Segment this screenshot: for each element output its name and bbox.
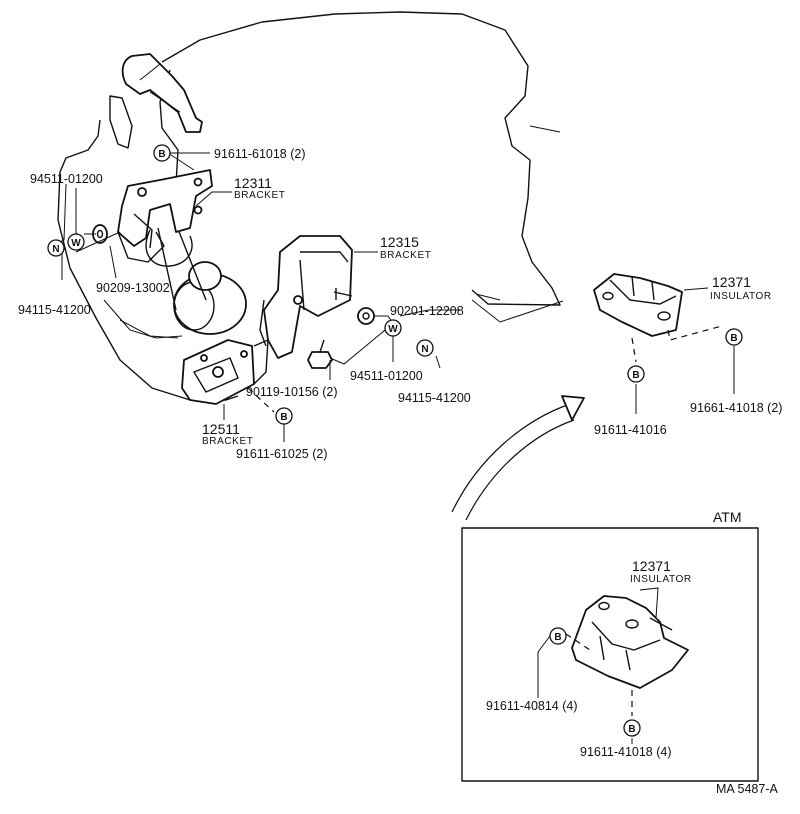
intake-hose [109,53,203,149]
svg-text:N: N [421,344,428,355]
curved-pointer-arrow [451,395,585,521]
bolt-symbol-atm-bottom: B [623,719,641,737]
label-insulator-12371-number: 12371 [712,274,751,290]
figure-code: MA 5487-A [716,782,779,796]
svg-text:B: B [554,632,561,643]
label-atm-bolt-bottom: 91611-41018 (4) [580,745,672,759]
atm-title: ATM [713,509,742,525]
label-bracket-12315-word: BRACKET [380,250,431,261]
label-bolt-low: 91611-61025 (2) [236,447,328,461]
label-insulator-12371-word: INSULATOR [710,291,772,302]
label-bracket-12511-number: 12511 [202,421,240,437]
leader-lines [55,152,735,744]
bolt-symbol-insulator-bottom: B [627,365,645,383]
nut-symbol-left: N [47,239,65,257]
label-nut-left: 94115-41200 [18,303,91,317]
svg-text:B: B [158,149,165,160]
label-bracket-12511-word: BRACKET [202,436,253,447]
insulator-12371-main [593,273,683,337]
nut-symbol-mid: N [416,339,434,357]
alternator-pulleys [119,223,247,339]
label-plain-washer-mid: 90201-12208 [390,304,464,318]
bracket-12511 [181,339,269,405]
bolt-symbol-low: B [275,407,293,425]
svg-text:B: B [730,333,737,344]
plain-washer-90209 [92,224,108,244]
washer-symbol-mid: W [384,319,402,337]
label-bracket-12315-number: 12315 [380,234,419,250]
bolt-symbol-atm-left: B [549,627,567,645]
label-nut-mid: 94115-41200 [398,391,471,405]
bolt-symbol-insulator-right: B [725,328,743,346]
label-washer-mid: 94511-01200 [350,369,423,383]
bracket-12311 [117,169,213,263]
svg-text:B: B [632,370,639,381]
svg-text:B: B [628,724,635,735]
stud-bolt-90119 [307,339,333,369]
svg-text:W: W [71,238,81,249]
label-bracket-12311-word: BRACKET [234,190,285,201]
label-plain-washer-left: 90209-13002 [96,281,170,295]
label-bolt-insulator-bottom: 91611-41016 [594,423,667,437]
washer-symbol-left: W [67,233,85,251]
insulator-12371-atm [571,595,689,689]
label-bolt-insulator-right: 91661-41018 (2) [690,401,782,415]
svg-text:N: N [52,244,59,255]
label-atm-insulator-word: INSULATOR [630,574,692,585]
label-bolt-top: 91611-61018 (2) [214,147,306,161]
bolt-symbol-top: B [153,144,171,162]
bracket-12315 [259,235,353,359]
label-stud-mid: 90119-10156 (2) [246,385,338,399]
label-bracket-12311-number: 12311 [234,175,272,191]
svg-text:W: W [388,324,398,335]
label-washer-left: 94511-01200 [30,172,103,186]
atm-inset-frame [461,527,759,782]
svg-text:B: B [280,412,287,423]
plain-washer-90201 [357,307,375,325]
label-atm-bolt-left: 91611-40814 (4) [486,699,578,713]
label-atm-insulator-number: 12371 [632,558,671,574]
